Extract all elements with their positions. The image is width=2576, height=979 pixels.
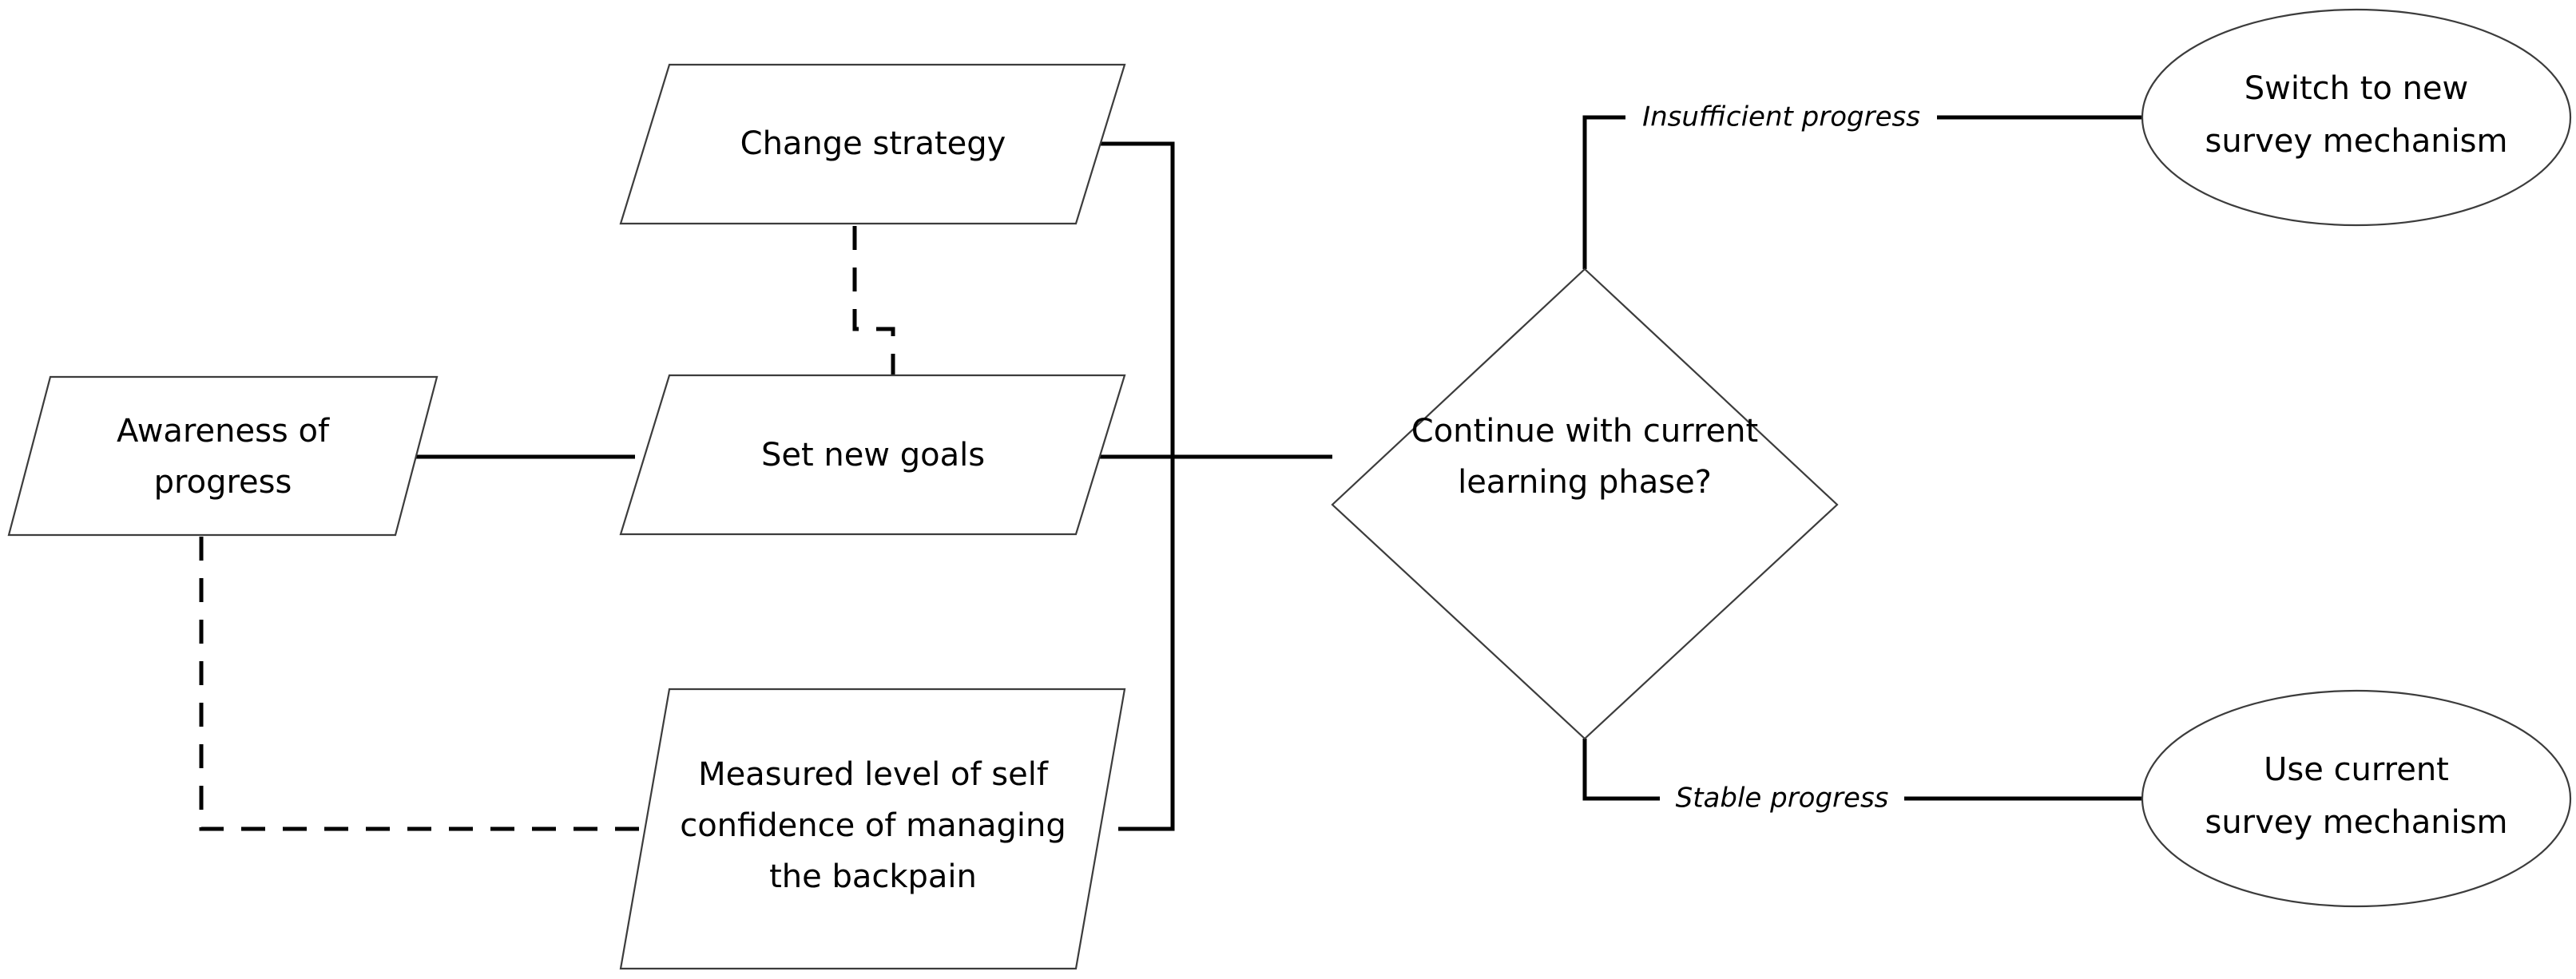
connector-decision-stable-progress [1582,739,2142,801]
node-measured-level-shape[interactable] [619,688,1126,970]
connector-change-strategy-to-set-new-goals [852,226,895,375]
node-measured-level-line-3: the backpain [769,858,977,895]
edge-label-insufficient-progress-backdrop [1625,99,1937,136]
node-decision-shape[interactable] [1331,268,1839,740]
node-measured-level-line-2: confidence of managing [680,807,1066,844]
node-use-current-survey-line-1: Use current [2264,751,2449,788]
node-measured-level-line-1: Measured level of self [698,756,1049,793]
node-change-strategy-line-1: Change strategy [740,125,1006,162]
node-awareness-line-1: Awareness of [117,413,330,450]
edge-label-stable-progress: Stable progress [1676,783,1889,815]
edge-label-insufficient-progress: Insufficient progress [1642,101,1920,133]
node-switch-survey-shape[interactable] [2141,8,2572,227]
node-awareness-shape[interactable] [7,375,439,537]
node-set-new-goals-line-1: Set new goals [761,437,985,474]
node-switch-survey-line-2: survey mechanism [2205,123,2507,160]
connector-measured-level-to-trunk [1118,457,1175,831]
connector-awareness-to-measured-level [199,537,655,831]
connector-decision-insufficient-progress [1582,115,2142,269]
node-change-strategy-shape[interactable] [619,63,1126,225]
edge-label-stable-progress-backdrop [1660,780,1904,817]
node-set-new-goals-shape[interactable] [619,374,1126,536]
connector-change-strategy-to-trunk [1100,141,1175,457]
node-use-current-survey-shape[interactable] [2141,689,2572,908]
node-decision-line-2: learning phase? [1458,464,1712,501]
node-decision-line-1: Continue with current [1411,413,1758,450]
node-awareness-line-2: progress [154,464,292,501]
node-use-current-survey-line-2: survey mechanism [2205,804,2507,841]
node-switch-survey-line-1: Switch to new [2245,70,2469,107]
